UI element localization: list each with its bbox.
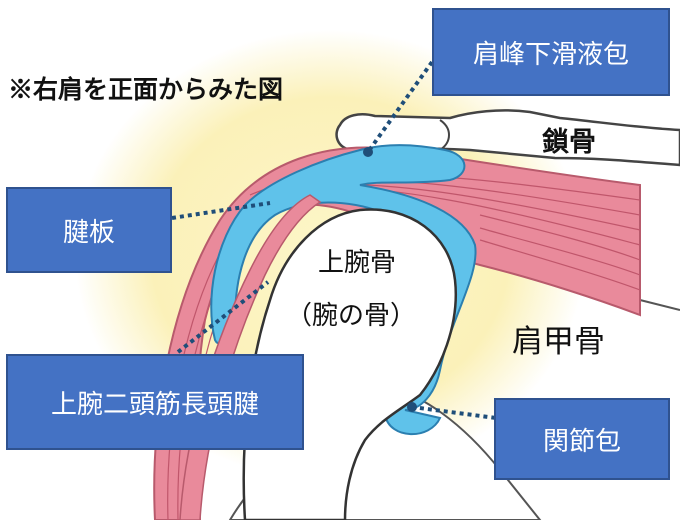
rotator-cuff-label: 腱板 <box>6 187 172 273</box>
scapula-label: 肩甲骨 <box>512 324 605 360</box>
diagram-caption: ※右肩を正面からみた図 <box>8 75 284 104</box>
subacromial-bursa-label: 肩峰下滑液包 <box>432 8 670 96</box>
clavicle-joint-line <box>439 119 450 151</box>
humerus-label: 上腕骨 <box>318 248 397 278</box>
biceps-tendon-label: 上腕二頭筋長頭腱 <box>6 354 304 450</box>
clavicle-label: 鎖骨 <box>542 127 596 158</box>
humerus-note-label: （腕の骨） <box>286 301 417 331</box>
leader-lines <box>171 60 497 420</box>
capsule-pointer-dot <box>407 402 417 412</box>
joint-capsule-label: 関節包 <box>494 398 670 480</box>
bursa-pointer-dot <box>363 147 373 157</box>
